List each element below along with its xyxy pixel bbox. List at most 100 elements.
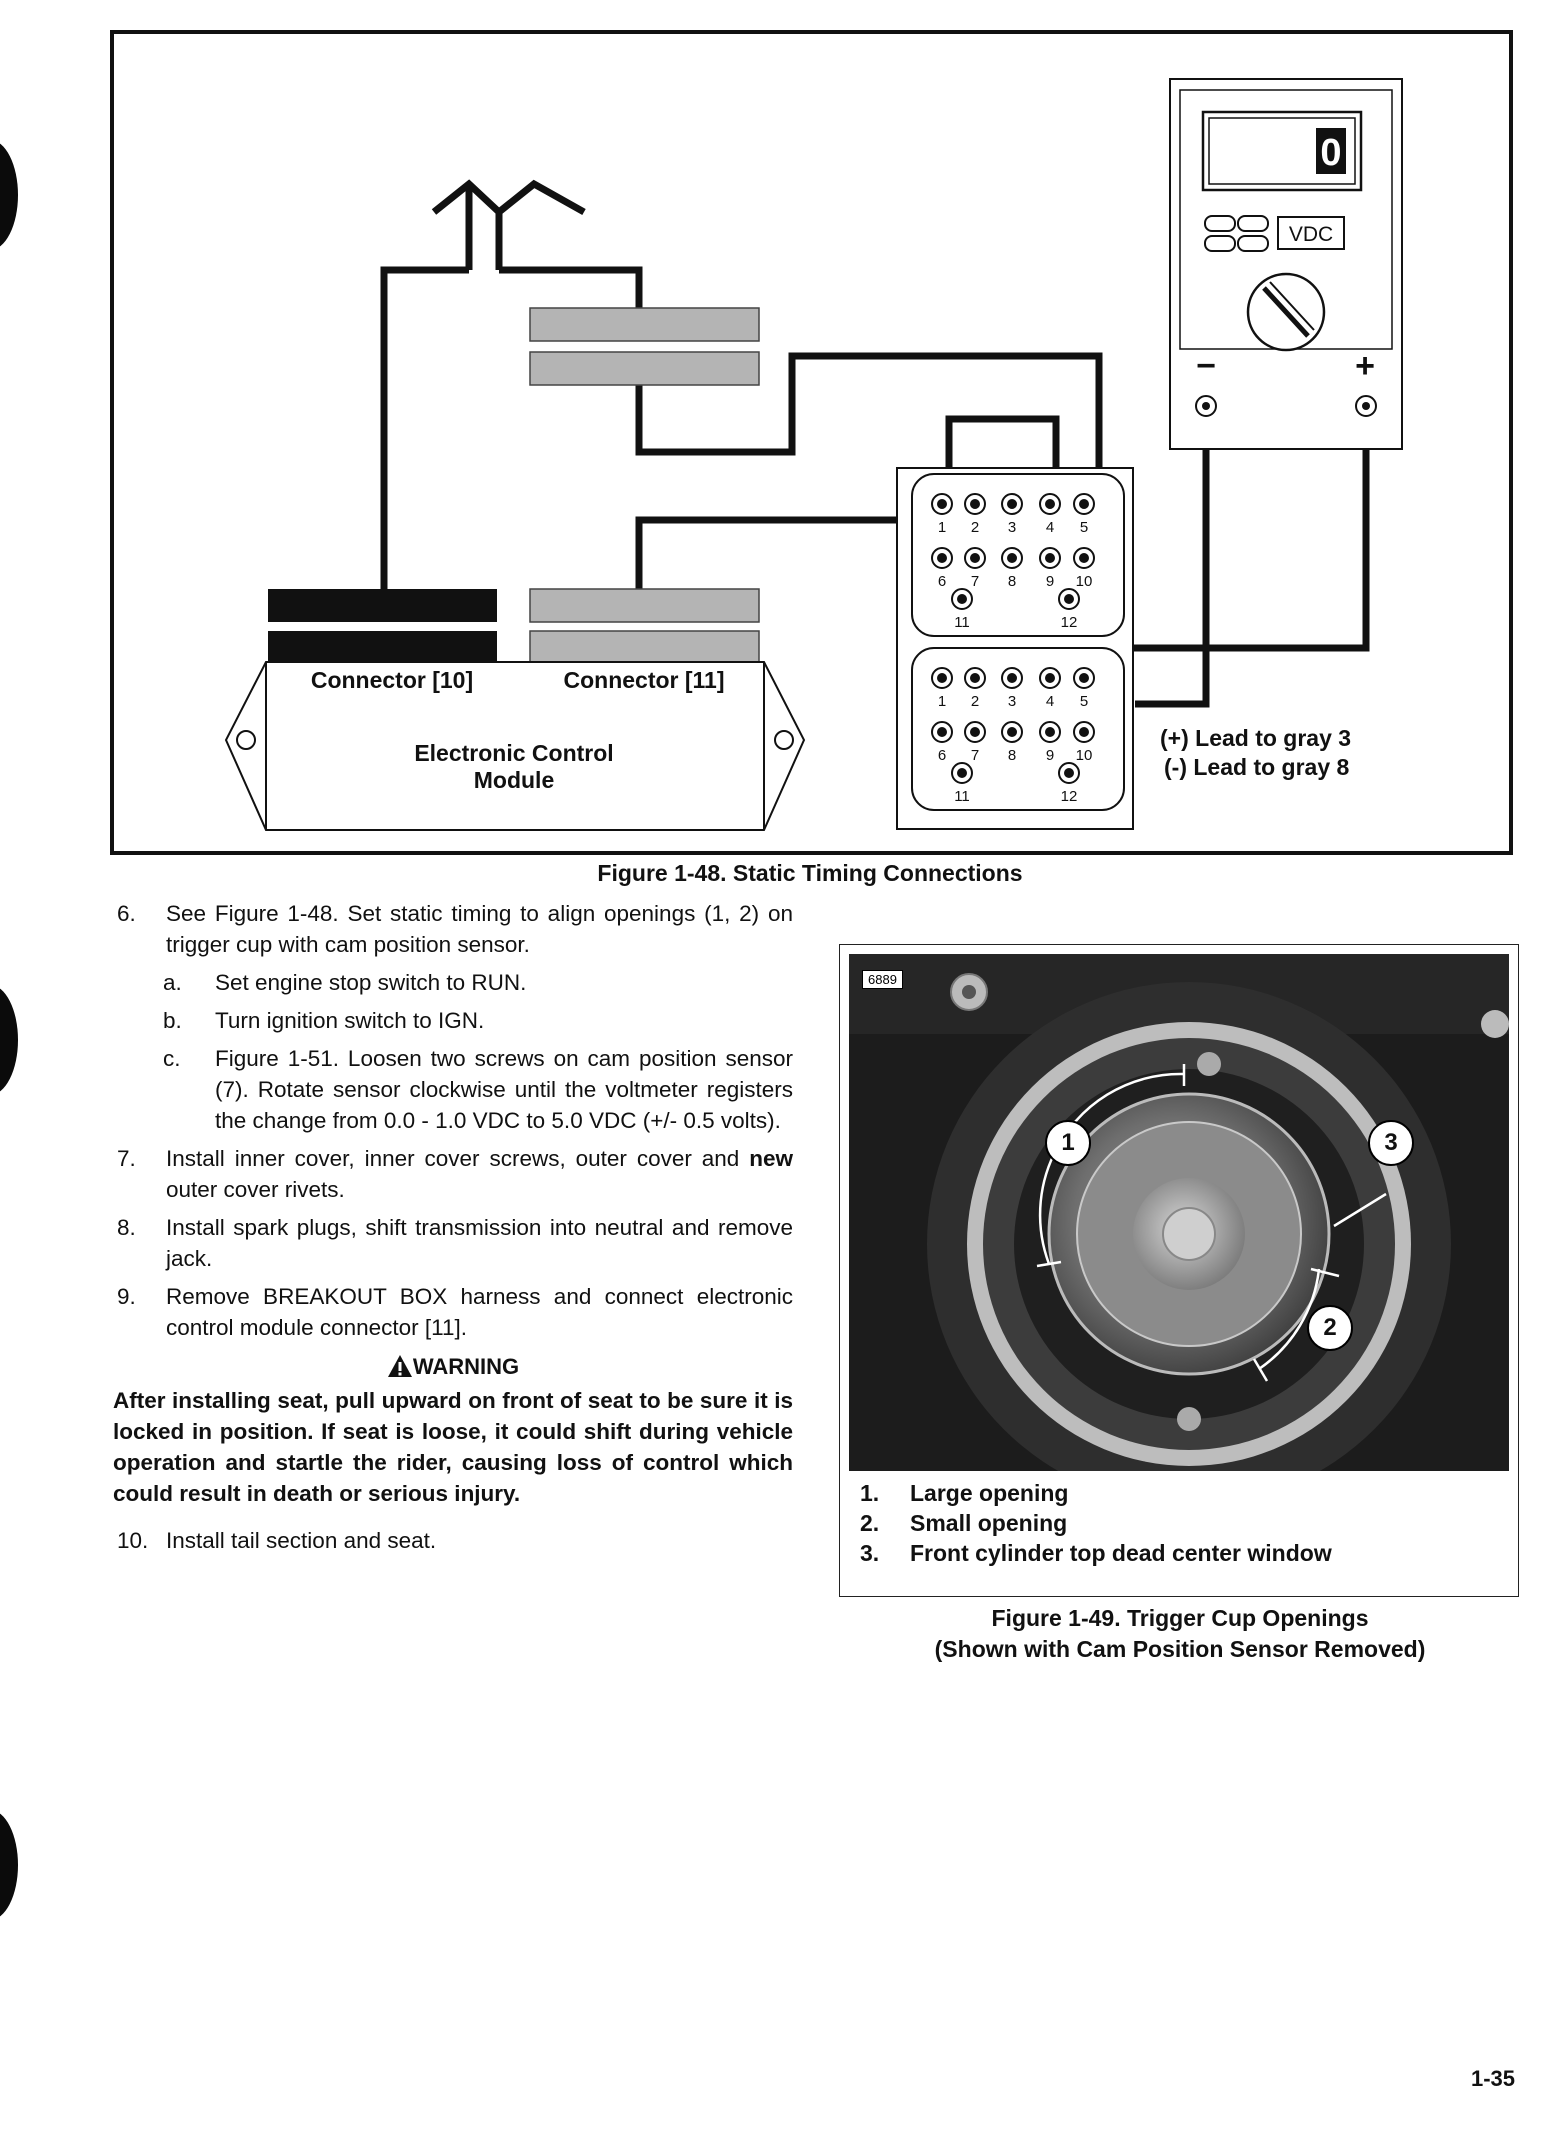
ecm-label-line1: Electronic Control — [414, 740, 613, 766]
pin-socket-center — [1007, 499, 1017, 509]
callout-3: 3 — [1368, 1120, 1414, 1166]
step-text: Install spark plugs, shift transmission … — [166, 1215, 793, 1271]
pin-number-label: 12 — [1061, 788, 1078, 805]
voltmeter: 0 VDC − + — [1169, 78, 1403, 450]
step-text: Remove BREAKOUT BOX harness and connect … — [166, 1284, 793, 1340]
upper-connector-bar-2 — [529, 351, 760, 386]
pin-number-label: 11 — [954, 614, 970, 631]
connector-10-bar-2 — [268, 631, 497, 664]
step-number: 7. — [117, 1146, 136, 1171]
pin-number-label: 2 — [971, 519, 979, 536]
step-text: Figure 1-51. Loosen two screws on cam po… — [215, 1046, 793, 1133]
step-number: 6. — [117, 901, 136, 926]
pin-socket-center — [1079, 553, 1089, 563]
pin-socket-center — [1064, 594, 1074, 604]
callout-1: 1 — [1045, 1120, 1091, 1166]
pin-number-label: 3 — [1008, 519, 1016, 536]
step-6b: b. Turn ignition switch to IGN. — [113, 1005, 793, 1036]
step-text: See Figure 1-48. Set static timing to al… — [166, 901, 793, 957]
pin-number-label: 5 — [1080, 693, 1088, 710]
figure-48-caption: Figure 1-48. Static Timing Connections — [597, 860, 1023, 886]
step-number: 9. — [117, 1284, 136, 1309]
pin-socket-center — [970, 499, 980, 509]
connector-10-bar-1 — [268, 589, 497, 622]
pin-socket-center — [1045, 499, 1055, 509]
pin-socket-center — [937, 673, 947, 683]
pin-number-label: 4 — [1046, 693, 1054, 710]
pin-number-label: 8 — [1008, 747, 1016, 764]
step-6a: a. Set engine stop switch to RUN. — [113, 967, 793, 998]
warning-icon — [387, 1355, 412, 1377]
step-letter: b. — [163, 1008, 182, 1033]
pin-socket-center — [957, 594, 967, 604]
warning-text: After installing seat, pull upward on fr… — [113, 1388, 793, 1506]
pin-socket-center — [937, 499, 947, 509]
legend-item-3: 3.Front cylinder top dead center window — [860, 1540, 1332, 1567]
static-timing-schematic: Connector [10] Connector [11] Electronic… — [224, 78, 1403, 831]
lead-plus-note: (+) Lead to gray 3 — [1160, 725, 1351, 751]
pin-socket-center — [1064, 768, 1074, 778]
pin-number-label: 10 — [1076, 573, 1093, 590]
step-9: 9. Remove BREAKOUT BOX harness and conne… — [113, 1281, 793, 1343]
pin-socket-center — [1079, 673, 1089, 683]
pin-socket-center — [937, 553, 947, 563]
step-letter: a. — [163, 970, 182, 995]
figure-49-caption-line2: (Shown with Cam Position Sensor Removed) — [934, 1636, 1426, 1662]
pin-number-label: 7 — [971, 573, 979, 590]
pin-socket-center — [1045, 727, 1055, 737]
legend-number: 2. — [860, 1510, 880, 1536]
step-text-part: Install inner cover, inner cover screws,… — [166, 1146, 750, 1171]
callout-2: 2 — [1307, 1305, 1353, 1351]
binder-hole-bottom — [0, 1810, 18, 1920]
pin-number-label: 9 — [1046, 747, 1054, 764]
pin-number-label: 7 — [971, 747, 979, 764]
step-text-part: outer cover rivets. — [166, 1177, 345, 1202]
pin-number-label: 2 — [971, 693, 979, 710]
legend-item-2: 2. Small opening — [860, 1510, 1067, 1537]
pin-number-label: 12 — [1061, 614, 1078, 631]
binder-hole-top — [0, 140, 18, 250]
connector-11-bar-2 — [529, 630, 760, 665]
voltmeter-reading: 0 — [1320, 132, 1341, 174]
legend-text: Small opening — [910, 1510, 1068, 1536]
step-6: 6. See Figure 1-48. Set static timing to… — [113, 898, 793, 960]
connector-11-bar-1 — [529, 588, 760, 623]
meter-minus-sign: − — [1196, 347, 1216, 385]
wire-branch-symbol — [431, 179, 586, 270]
step-text: Set engine stop switch to RUN. — [215, 970, 527, 995]
pin-number-label: 1 — [938, 519, 946, 536]
step-text: Turn ignition switch to IGN. — [215, 1008, 485, 1033]
step-6c: c. Figure 1-51. Loosen two screws on cam… — [113, 1043, 793, 1136]
pin-socket-center — [1079, 499, 1089, 509]
legend-text: Front cylinder top dead center window — [910, 1540, 1332, 1566]
figure-trigger-cup-photo: 6889 1 2 3 1.Large opening 2.Small openi… — [839, 944, 1519, 1597]
step-8: 8. Install spark plugs, shift transmissi… — [113, 1212, 793, 1274]
warning-title: WARNING — [412, 1354, 520, 1379]
pin-socket-center — [1007, 553, 1017, 563]
pin-number-label: 3 — [1008, 693, 1016, 710]
pin-number-label: 1 — [938, 693, 946, 710]
pin-socket-center — [970, 553, 980, 563]
pin-number-label: 10 — [1076, 747, 1093, 764]
figure-49-caption-line1: Figure 1-49. Trigger Cup Openings — [991, 1605, 1369, 1631]
pin-number-label: 8 — [1008, 573, 1016, 590]
photo-id-tag: 6889 — [862, 970, 903, 989]
pin-socket-center — [1045, 673, 1055, 683]
ecm-mount-hole-left — [236, 730, 256, 750]
binder-hole-middle — [0, 985, 18, 1095]
meter-plus-sign: + — [1355, 347, 1375, 385]
vdc-indicator — [1277, 216, 1345, 250]
step-number: 10. — [117, 1528, 149, 1553]
warning-heading: WARNING — [113, 1351, 793, 1382]
photo-illustration — [849, 954, 1509, 1471]
pin-socket-center — [1007, 727, 1017, 737]
step-text-bold: new — [749, 1146, 793, 1171]
step-7: 7. Install inner cover, inner cover scre… — [113, 1143, 793, 1205]
figure-49-caption: Figure 1-49. Trigger Cup Openings (Shown… — [880, 1603, 1480, 1665]
lead-minus-note: (-) Lead to gray 8 — [1164, 754, 1350, 780]
step-letter: c. — [163, 1046, 181, 1071]
step-number: 8. — [117, 1215, 136, 1240]
pin-socket-center — [970, 727, 980, 737]
pin-number-label: 11 — [954, 788, 970, 805]
